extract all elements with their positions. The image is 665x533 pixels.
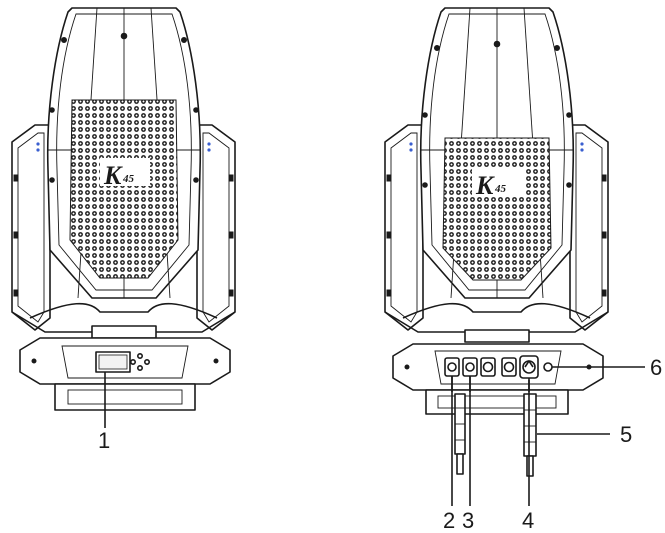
rear-base	[392, 329, 604, 415]
callout-3: 3	[462, 508, 474, 533]
rear-yoke	[384, 124, 609, 333]
dmx-out-connector	[462, 357, 478, 377]
rear-logo-suffix: 45	[494, 183, 507, 195]
front-view: K 45 1	[11, 7, 236, 453]
dmx-in-connector	[444, 357, 460, 377]
front-display-screen	[98, 354, 128, 370]
rear-view: K 45	[384, 7, 662, 533]
callout-6: 6	[650, 355, 662, 380]
front-logo: K	[103, 161, 123, 190]
front-head	[46, 7, 202, 299]
power-cable	[523, 393, 537, 457]
callout-4: 4	[522, 508, 534, 533]
rear-cables	[451, 376, 537, 477]
callout-5: 5	[620, 422, 632, 447]
callout-2: 2	[443, 508, 455, 533]
rear-logo: K	[475, 171, 495, 200]
callout-1-display: 1	[98, 428, 110, 453]
front-base	[19, 325, 231, 411]
aux-connector	[501, 357, 517, 377]
signal-connector	[480, 357, 496, 377]
rear-head	[419, 7, 575, 299]
front-logo-suffix: 45	[122, 173, 135, 185]
